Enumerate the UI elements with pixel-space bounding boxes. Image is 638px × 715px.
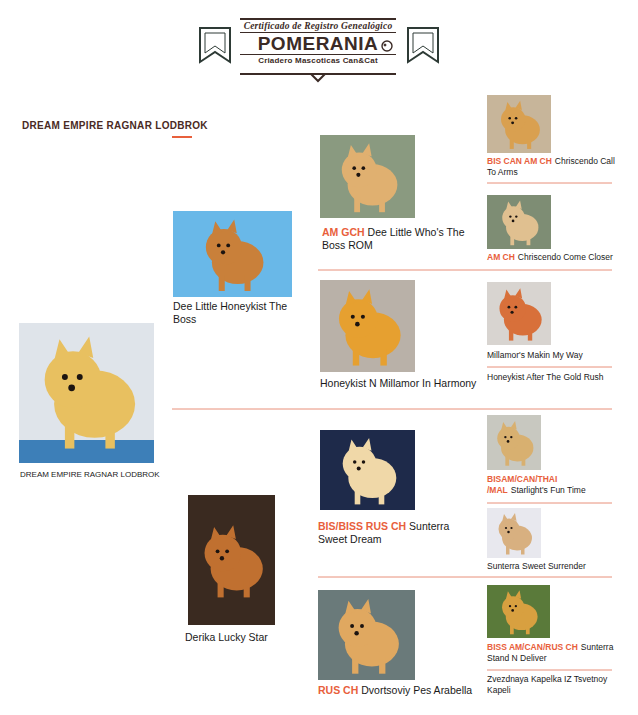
dog-name: Zvezdnaya Kapelka IZ Tsvetnoy Kapeli (487, 674, 607, 695)
logo-name: POMERANIA (240, 33, 396, 55)
dog-icon (382, 41, 392, 51)
logo-frame (240, 19, 396, 81)
dog-photo (173, 211, 292, 297)
photo-ground (487, 508, 541, 558)
dog-name: DREAM EMPIRE RAGNAR LODBROK (20, 470, 160, 479)
photo-table (19, 440, 154, 463)
frame-line (240, 18, 396, 20)
dog-photo (487, 195, 551, 249)
dog-entry: Honeykist N Millamor In Harmony (320, 377, 482, 390)
show-title: AM GCH (322, 226, 365, 238)
dog-entry: Honeykist After The Gold Rush (487, 372, 615, 383)
dog-entry: DREAM EMPIRE RAGNAR LODBROK (20, 470, 170, 480)
dog-figure (501, 101, 540, 149)
dog-figure (339, 599, 399, 674)
photo-ground (487, 282, 551, 345)
separator-line (318, 270, 612, 271)
photo-ground (318, 590, 415, 680)
dog-entry: Millamor's Makin My Way (487, 350, 615, 361)
separator-line (487, 670, 612, 671)
show-title: BIS/BISS RUS CH (318, 520, 406, 532)
dog-entry: AM CHChriscendo Come Closer (487, 252, 615, 263)
dog-photo (320, 135, 415, 218)
dog-figure (343, 438, 397, 504)
frame-line (240, 73, 396, 75)
dog-name: Chriscendo Come Closer (518, 252, 613, 262)
photo-ground (487, 415, 541, 470)
show-title: BISS AM/CAN/RUS CH (487, 642, 578, 652)
show-title: BIS CAN AM CH (487, 156, 552, 166)
dog-entry: BIS/BISS RUS CHSunterra Sweet Dream (318, 520, 478, 546)
logo-kennel: Criadero Mascoticas Can&Cat (240, 55, 396, 66)
separator-line (487, 503, 612, 504)
ribbon-icon (200, 28, 230, 62)
dog-photo (487, 282, 551, 345)
dog-entry: BIS CAN AM CHChriscendo Call To Arms (487, 156, 615, 177)
dog-entry: RUS CHDvortsoviy Pes Arabella (318, 684, 478, 697)
separator-line (318, 577, 612, 578)
separator-line (172, 409, 612, 410)
dog-figure (499, 513, 533, 555)
dog-entry: Dee Little Honeykist The Boss (173, 300, 298, 326)
dog-entry: BISS AM/CAN/RUS CHSunterra Stand N Deliv… (487, 642, 615, 663)
photo-ground (173, 211, 292, 297)
dog-figure (502, 590, 538, 634)
dog-name: Sunterra Sweet Surrender (487, 561, 586, 571)
dog-entry: Sunterra Sweet Surrender (487, 561, 615, 572)
photo-ground (188, 495, 275, 625)
photo-ground (487, 585, 550, 638)
photo-ground (320, 280, 415, 372)
dog-name: Honeykist After The Gold Rush (487, 372, 604, 382)
dog-name: Dee Little Honeykist The Boss (173, 300, 287, 325)
ribbon-icon-inner (413, 33, 433, 53)
logo-box: Certificado de Registro GenealógicoPOMER… (226, 21, 410, 66)
photo-ground (320, 135, 415, 218)
dog-photo (320, 430, 415, 510)
dog-figure (497, 421, 533, 466)
dog-figure (499, 288, 541, 340)
logo-subtitle: Certificado de Registro Genealógico (240, 21, 396, 33)
dog-figure (205, 525, 263, 597)
dog-photo (487, 95, 551, 153)
dog-figure (45, 337, 135, 449)
dog-entry: AM GCHDee Little Who's The Boss ROM (322, 226, 477, 252)
dog-name: Honeykist N Millamor In Harmony (320, 377, 476, 389)
show-title: RUS CH (318, 684, 358, 696)
photo-ground (487, 95, 551, 153)
separator-line (487, 183, 612, 184)
dog-name: Starlight's Fun Time (511, 485, 586, 495)
dog-figure (502, 200, 538, 245)
dog-photo (19, 323, 154, 463)
photo-ground (19, 323, 154, 463)
dog-photo (487, 508, 541, 558)
dog-entry: Derika Lucky Star (185, 631, 305, 644)
dog-figure (339, 289, 401, 365)
dog-name: Derika Lucky Star (185, 631, 268, 643)
dog-figure (206, 220, 264, 291)
pedigree-title: DREAM EMPIRE RAGNAR LODBROK (22, 120, 208, 132)
dog-photo (487, 415, 541, 470)
show-title: AM CH (487, 252, 515, 262)
dog-entry: Zvezdnaya Kapelka IZ Tsvetnoy Kapeli (487, 674, 615, 695)
photo-ground (320, 430, 415, 510)
photo-ground (487, 195, 551, 249)
dog-name: Dvortsoviy Pes Arabella (361, 684, 472, 696)
dog-photo (320, 280, 415, 372)
ribbon-icon (408, 28, 438, 62)
ribbon-icon-inner (205, 33, 225, 53)
dog-icon-eye (384, 44, 386, 46)
title-underline (172, 136, 192, 138)
dog-figure (342, 143, 398, 212)
dog-photo (487, 585, 550, 638)
dog-entry: BISAM/CAN/THAI /MALStarlight's Fun Time (487, 474, 615, 495)
frame-notch (311, 74, 325, 81)
separator-line (487, 367, 612, 368)
dog-name: Millamor's Makin My Way (487, 350, 583, 360)
dog-photo (188, 495, 275, 625)
dog-photo (318, 590, 415, 680)
